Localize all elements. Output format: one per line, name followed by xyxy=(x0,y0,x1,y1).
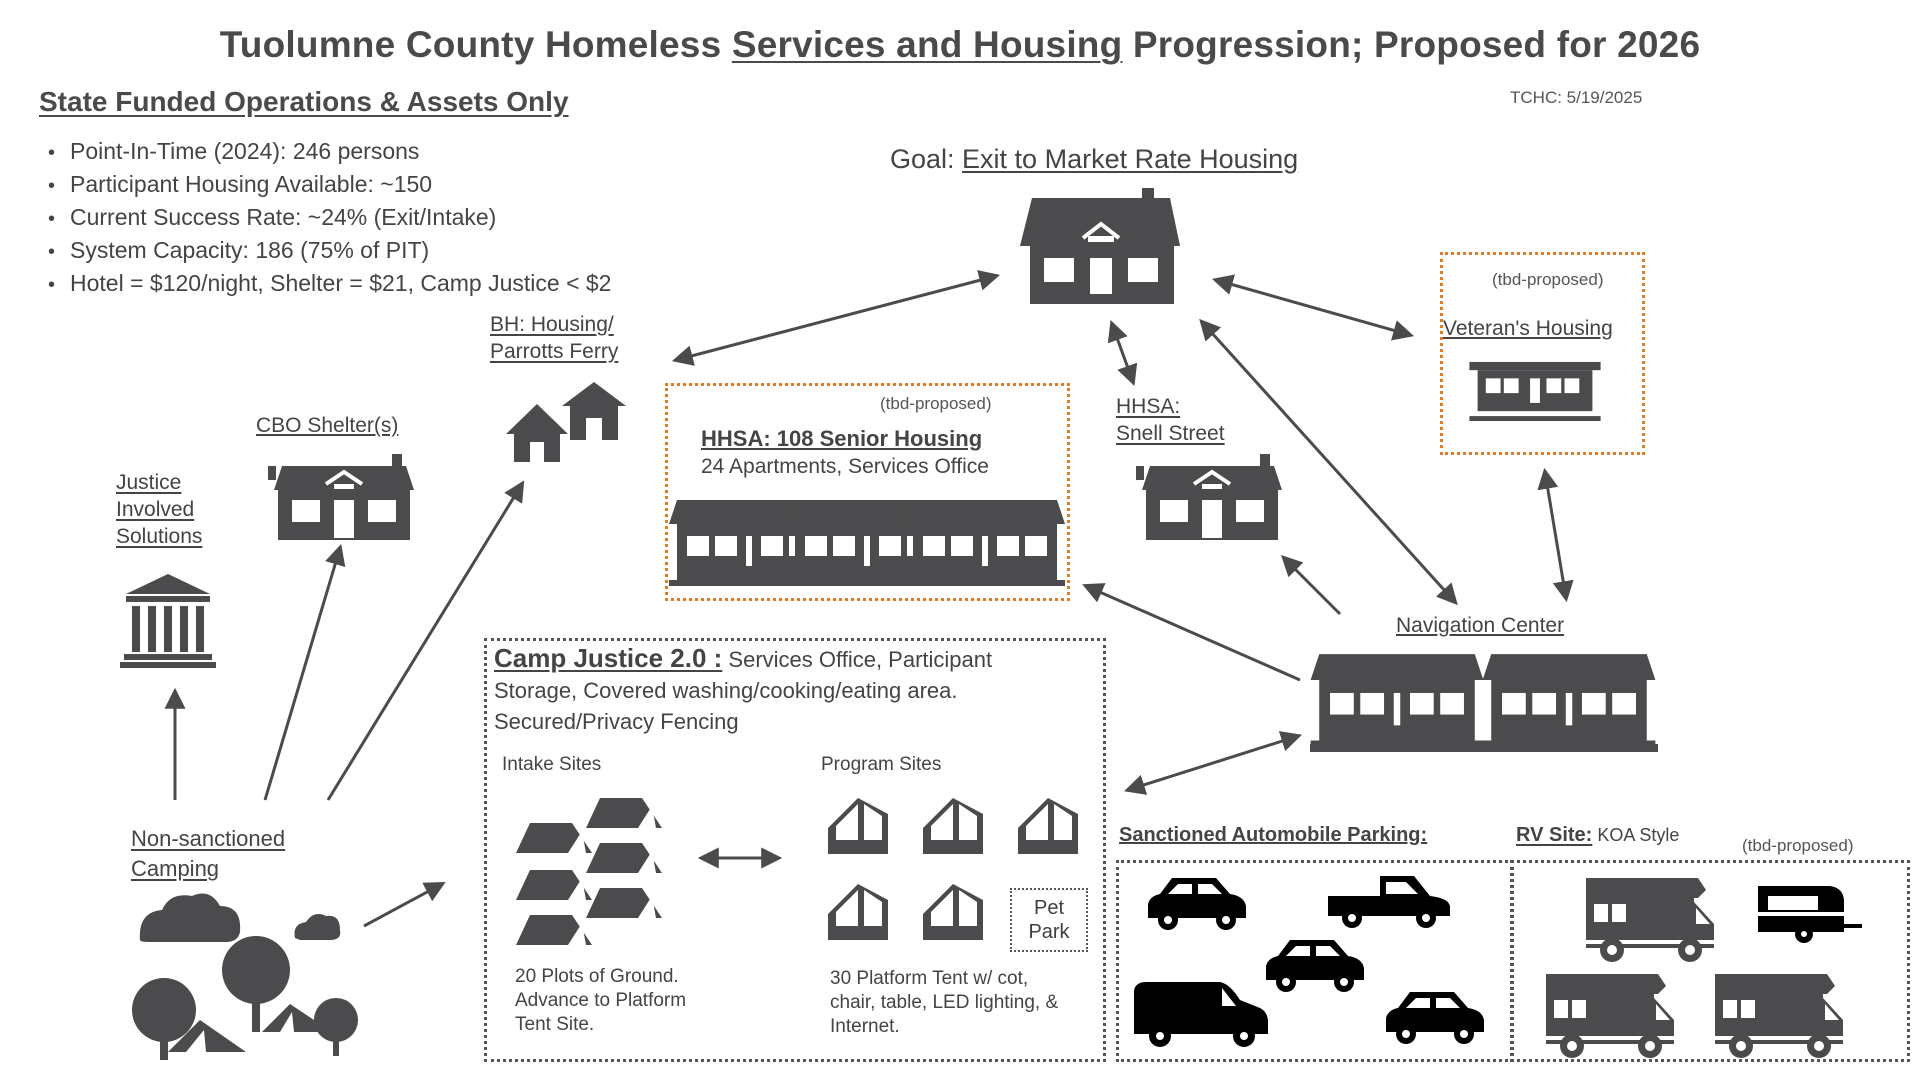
hhsa-108-desc: 24 Apartments, Services Office xyxy=(701,455,989,478)
rv-box xyxy=(1510,860,1910,1062)
program-desc-line: 30 Platform Tent w/ cot, xyxy=(830,968,1029,989)
pet-park-box: Pet Park xyxy=(1010,888,1088,952)
arrow-camp-navigation xyxy=(1123,731,1303,795)
snell-street-icon xyxy=(1134,452,1284,542)
goal-text: Exit to Market Rate Housing xyxy=(962,144,1299,174)
justice-line3: Solutions xyxy=(116,525,203,548)
arrow-camping-bh xyxy=(326,480,525,801)
arrow-senior-goal xyxy=(671,270,1001,366)
intake-desc-line: Tent Site. xyxy=(515,1014,595,1035)
bh-housing-icon xyxy=(506,382,626,462)
stat-item: Current Success Rate: ~24% (Exit/Intake) xyxy=(48,202,611,235)
title-part: Tuolumne County Homeless xyxy=(219,24,732,65)
non-sanctioned-line1: Non-sanctioned xyxy=(131,826,286,851)
arrow-goal-veterans xyxy=(1211,274,1415,341)
justice-line1: Justice xyxy=(116,471,182,494)
rv-suffix: KOA Style xyxy=(1592,825,1680,845)
intake-tents-icon xyxy=(516,798,662,945)
camp-desc-inline: Services Office, Participant xyxy=(722,647,993,672)
goal-house-icon xyxy=(1020,188,1180,304)
intake-sites-label: Intake Sites xyxy=(502,754,602,775)
goal-prefix: Goal: xyxy=(890,144,963,174)
date-stamp: TCHC: 5/19/2025 xyxy=(1510,88,1643,107)
program-tents-icon xyxy=(828,798,1078,940)
arrow-goal-snell xyxy=(1107,320,1138,386)
stat-item: Hotel = $120/night, Shelter = $21, Camp … xyxy=(48,268,611,301)
program-desc-line: chair, table, LED lighting, & xyxy=(830,992,1059,1013)
hhsa-108-title: HHSA: 108 Senior Housing xyxy=(701,426,983,451)
arrow-camping-camp xyxy=(363,882,446,928)
hhsa-108-box xyxy=(665,383,1070,601)
arrow-navigation-snell xyxy=(1281,555,1342,616)
parking-label: Sanctioned Automobile Parking: xyxy=(1119,824,1428,846)
non-sanctioned-label: Non-sanctioned Camping xyxy=(131,824,285,884)
rv-label: RV Site: KOA Style xyxy=(1516,822,1679,849)
pet-park-line: Park xyxy=(1028,921,1070,943)
arrow-camping-cbo xyxy=(263,543,346,801)
rv-tag: (tbd-proposed) xyxy=(1742,836,1854,855)
camp-desc2: Storage, Covered washing/cooking/eating … xyxy=(494,678,958,703)
cbo-shelter-icon xyxy=(266,452,416,542)
camp-justice-box xyxy=(484,638,1106,1062)
stats-list: Point-In-Time (2024): 246 persons Partic… xyxy=(48,136,611,301)
arrow-goal-navigation xyxy=(1199,318,1458,606)
title-underlined: Services and Housing xyxy=(731,24,1123,65)
snell-line2: Snell Street xyxy=(1116,422,1225,445)
stat-item: Point-In-Time (2024): 246 persons xyxy=(48,136,611,169)
veterans-label: Veteran's Housing xyxy=(1443,317,1613,340)
camp-desc3: Secured/Privacy Fencing xyxy=(494,709,739,734)
goal-label: Goal: Exit to Market Rate Housing xyxy=(890,146,1298,173)
arrow-navigation-senior xyxy=(1082,583,1301,682)
rv-title: RV Site: xyxy=(1516,824,1593,846)
flow-arrows xyxy=(164,270,1574,928)
hhsa-108-tag: (tbd-proposed) xyxy=(880,394,992,413)
snell-street-label: HHSA: Snell Street xyxy=(1116,393,1225,447)
arrow-veterans-navigation xyxy=(1537,467,1574,603)
program-desc: 30 Platform Tent w/ cot, chair, table, L… xyxy=(830,967,1058,1039)
bh-housing-label: BH: Housing/ Parrotts Ferry xyxy=(490,311,618,365)
justice-line2: Involved xyxy=(116,498,195,521)
navigation-center-icon xyxy=(1310,654,1658,752)
veterans-tag: (tbd-proposed) xyxy=(1492,270,1604,289)
camp-justice-desc: Camp Justice 2.0 : Services Office, Part… xyxy=(494,643,1094,738)
program-sites-label: Program Sites xyxy=(821,754,942,775)
bh-line1: BH: Housing/ xyxy=(490,313,614,336)
cbo-shelter-label: CBO Shelter(s) xyxy=(256,414,399,437)
stat-item: System Capacity: 186 (75% of PIT) xyxy=(48,235,611,268)
intake-desc: 20 Plots of Ground. Advance to Platform … xyxy=(515,965,686,1037)
program-desc-line: Internet. xyxy=(830,1016,900,1037)
navigation-center-label: Navigation Center xyxy=(1396,614,1565,637)
title-part-end: Progression; Proposed for 2026 xyxy=(1122,24,1701,65)
camping-scene-icon xyxy=(132,893,358,1060)
camp-justice-title: Camp Justice 2.0 : xyxy=(494,643,723,673)
parking-cars-icon xyxy=(1134,876,1484,1047)
subtitle: State Funded Operations & Assets Only xyxy=(39,86,569,117)
pet-park-line: Pet xyxy=(1033,897,1065,919)
stat-item: Participant Housing Available: ~150 xyxy=(48,169,611,202)
veterans-housing-icon xyxy=(1469,361,1601,421)
courthouse-icon xyxy=(120,574,216,668)
senior-housing-icon xyxy=(669,500,1065,586)
justice-label: Justice Involved Solutions xyxy=(116,469,202,550)
intake-desc-line: Advance to Platform xyxy=(515,990,687,1011)
page-title: Tuolumne County Homeless Services and Ho… xyxy=(0,24,1920,66)
intake-desc-line: 20 Plots of Ground. xyxy=(515,966,679,987)
bh-line2: Parrotts Ferry xyxy=(490,340,619,363)
snell-line1: HHSA: xyxy=(1116,395,1181,418)
rv-icon xyxy=(1546,878,1862,1058)
non-sanctioned-line2: Camping xyxy=(131,856,220,881)
